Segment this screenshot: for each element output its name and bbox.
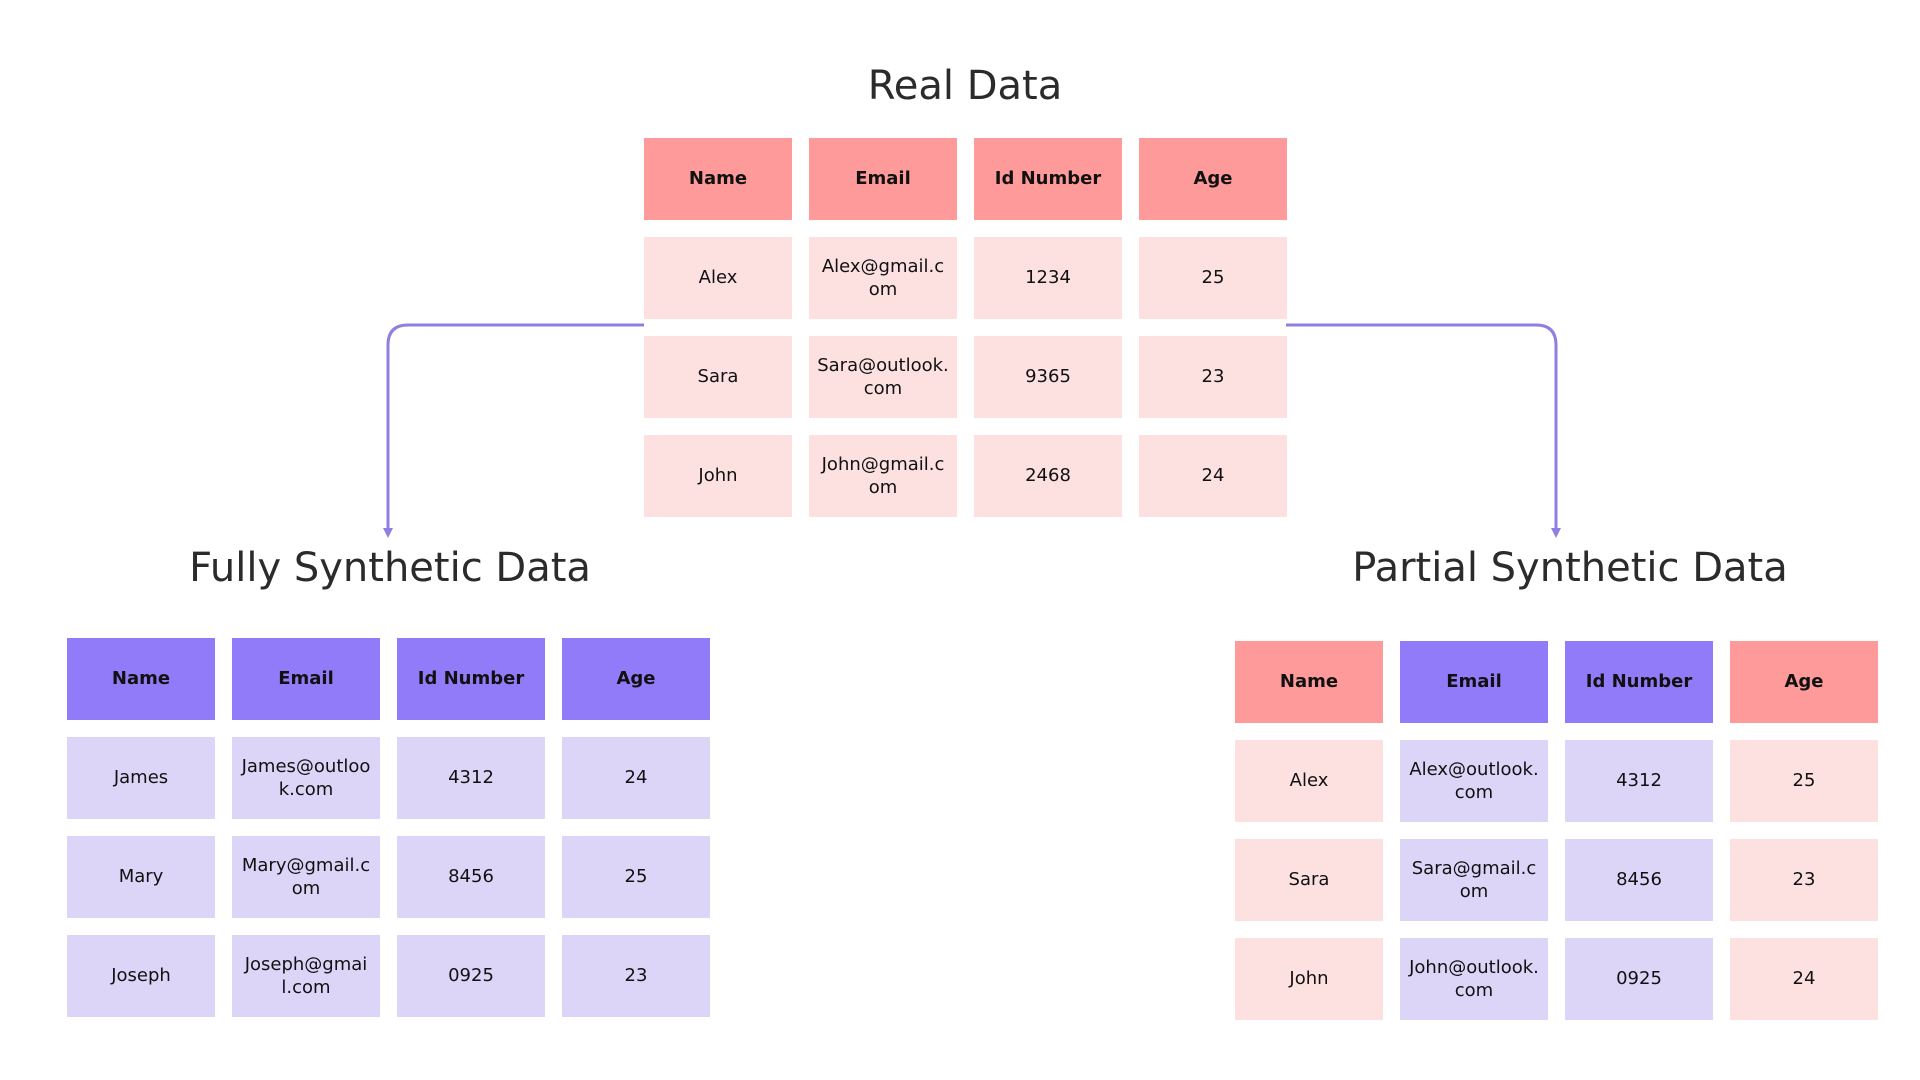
fully-synthetic-table-cell: 8456	[397, 836, 545, 918]
real-table-cell: Sara@outlook.com	[809, 336, 957, 418]
real-table-cell: Alex@gmail.com	[809, 237, 957, 319]
partial-synthetic-table-cell: Sara	[1235, 839, 1383, 921]
fully-synthetic-table-cell: 24	[562, 737, 710, 819]
real-table-header-cell: Name	[644, 138, 792, 220]
partial-synthetic-table-cell: 0925	[1565, 938, 1713, 1020]
real-table-cell: 9365	[974, 336, 1122, 418]
real-table-header-cell: Age	[1139, 138, 1287, 220]
real-table-cell: John	[644, 435, 792, 517]
fully-synthetic-table-header-cell: Name	[67, 638, 215, 720]
fully-synthetic-table-cell: James@outlook.com	[232, 737, 380, 819]
partial-synthetic-table-cell: Sara@gmail.com	[1400, 839, 1548, 921]
fully-synthetic-table-cell: 25	[562, 836, 710, 918]
real-table-cell: John@gmail.com	[809, 435, 957, 517]
title-partial-synthetic-data: Partial Synthetic Data	[1352, 545, 1788, 591]
real-table-cell: 24	[1139, 435, 1287, 517]
real-table-cell: 2468	[974, 435, 1122, 517]
fully-synthetic-table-cell: James	[67, 737, 215, 819]
real-table-cell: Sara	[644, 336, 792, 418]
real-table-header-cell: Email	[809, 138, 957, 220]
real-table-cell: 1234	[974, 237, 1122, 319]
title-fully-synthetic-data: Fully Synthetic Data	[189, 545, 591, 591]
title-real-data: Real Data	[867, 63, 1063, 109]
partial-synthetic-table-cell: John@outlook.com	[1400, 938, 1548, 1020]
partial-synthetic-table-cell: 24	[1730, 938, 1878, 1020]
fully-synthetic-table-header-cell: Age	[562, 638, 710, 720]
partial-synthetic-table-header-cell: Name	[1235, 641, 1383, 723]
partial-synthetic-table-cell: 23	[1730, 839, 1878, 921]
real-table-cell: 25	[1139, 237, 1287, 319]
partial-synthetic-table-cell: 25	[1730, 740, 1878, 822]
partial-synthetic-table-cell: 4312	[1565, 740, 1713, 822]
fully-synthetic-table-cell: 23	[562, 935, 710, 1017]
partial-synthetic-table-header-cell: Email	[1400, 641, 1548, 723]
partial-synthetic-table-header-cell: Id Number	[1565, 641, 1713, 723]
partial-synthetic-table-cell: Alex@outlook.com	[1400, 740, 1548, 822]
real-table-cell: Alex	[644, 237, 792, 319]
fully-synthetic-table-header-cell: Email	[232, 638, 380, 720]
fully-synthetic-table-cell: 4312	[397, 737, 545, 819]
real-table-header-cell: Id Number	[974, 138, 1122, 220]
fully-synthetic-table-cell: Joseph@gmail.com	[232, 935, 380, 1017]
fully-synthetic-table-header-cell: Id Number	[397, 638, 545, 720]
arrow-to-partial-synthetic	[1286, 323, 1561, 538]
fully-synthetic-table-cell: Mary	[67, 836, 215, 918]
fully-synthetic-table-cell: Mary@gmail.com	[232, 836, 380, 918]
partial-synthetic-table-cell: 8456	[1565, 839, 1713, 921]
partial-synthetic-table-cell: John	[1235, 938, 1383, 1020]
fully-synthetic-table-cell: Joseph	[67, 935, 215, 1017]
arrow-to-fully-synthetic	[383, 323, 644, 538]
partial-synthetic-table-header-cell: Age	[1730, 641, 1878, 723]
partial-synthetic-table-cell: Alex	[1235, 740, 1383, 822]
fully-synthetic-table-cell: 0925	[397, 935, 545, 1017]
real-table-cell: 23	[1139, 336, 1287, 418]
